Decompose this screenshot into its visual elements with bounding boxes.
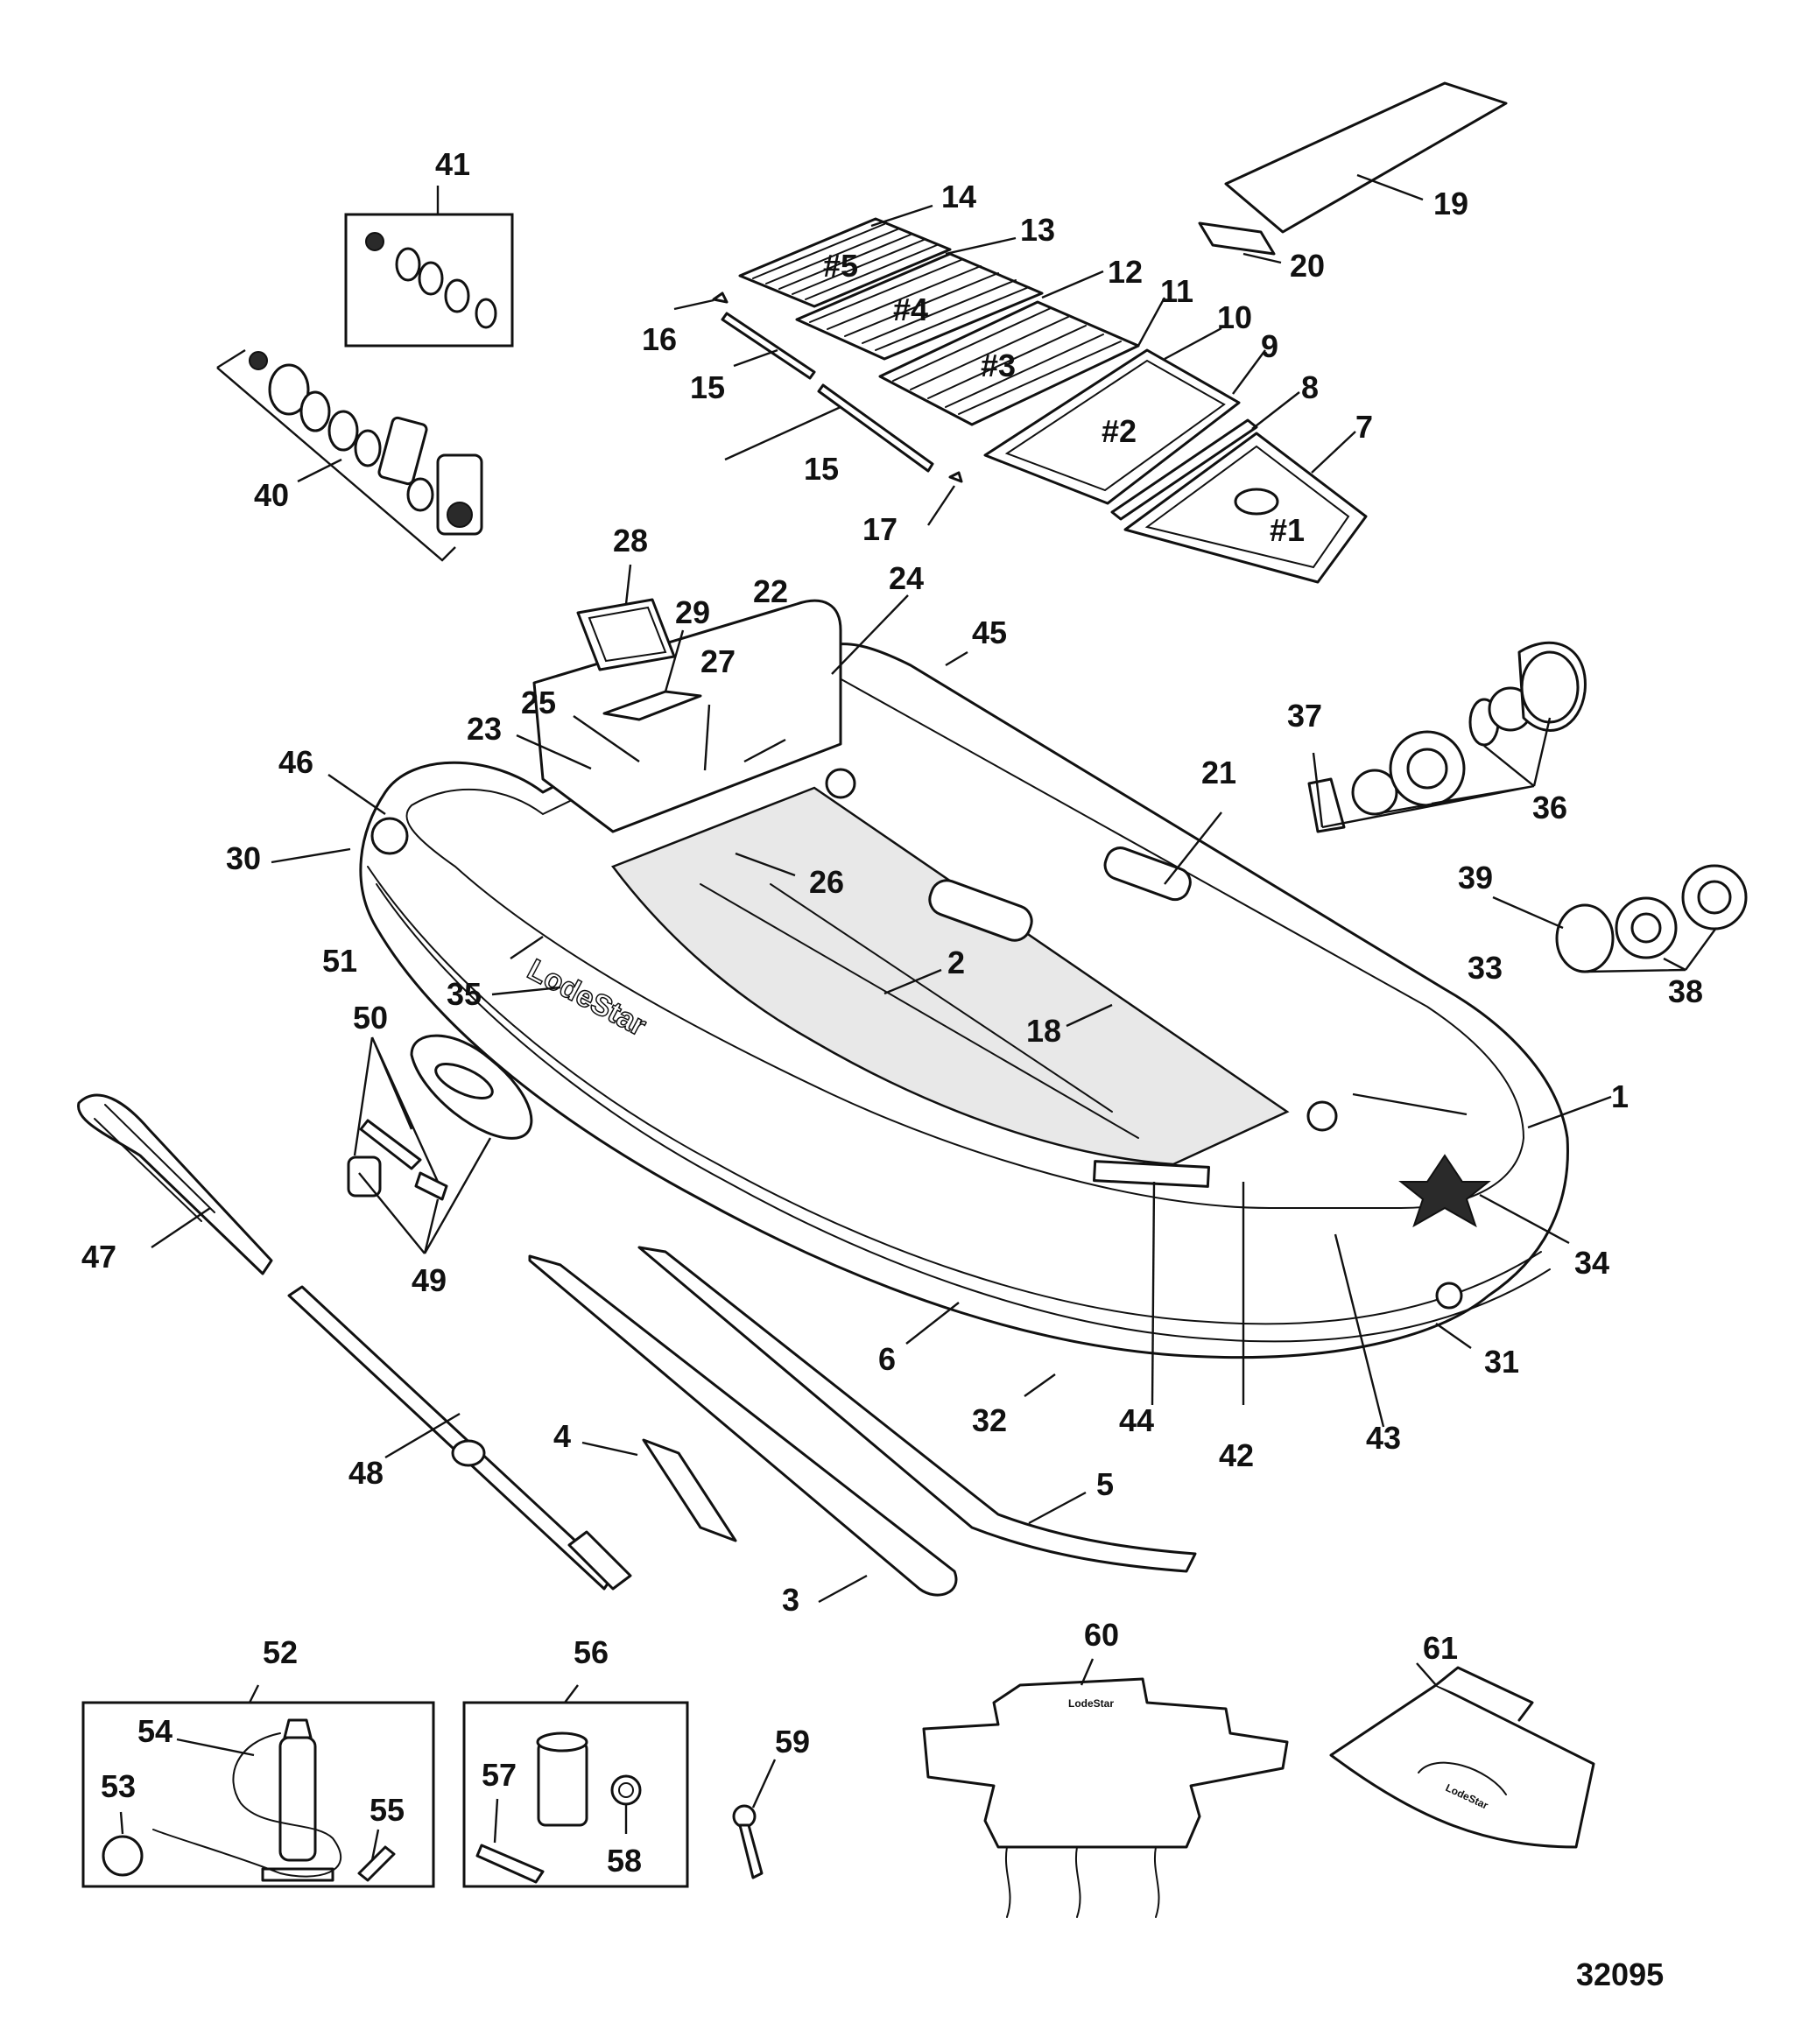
callout-45: 45 [972, 615, 1007, 650]
callout-2: 2 [947, 945, 965, 980]
callout-18: 18 [1026, 1013, 1061, 1049]
callout-42: 42 [1219, 1437, 1254, 1473]
callout-16: 16 [642, 321, 677, 357]
callout-11: 11 [1160, 273, 1193, 309]
callout-27: 27 [700, 643, 736, 679]
callout-48: 48 [348, 1455, 384, 1491]
callout-7: 7 [1355, 409, 1373, 445]
callout-40: 40 [254, 477, 289, 513]
callout-3: 3 [782, 1582, 799, 1618]
leader-lines [119, 173, 1717, 1861]
callout-13: 13 [1020, 212, 1055, 248]
callout-35: 35 [447, 976, 482, 1012]
boat-cover: LodeStar [922, 1677, 1289, 1918]
repair-kit-box [462, 1701, 689, 1888]
callout-15a: 15 [690, 369, 725, 405]
callout-59: 59 [775, 1724, 810, 1760]
panel-label-3: #3 [981, 348, 1016, 383]
callout-26: 26 [809, 864, 844, 900]
callout-5: 5 [1096, 1466, 1114, 1502]
callout-22: 22 [753, 573, 788, 609]
rub-strips [528, 1246, 1197, 1597]
callout-12: 12 [1108, 254, 1143, 290]
callout-15b: 15 [804, 451, 839, 487]
pump-kit-box [81, 1701, 435, 1888]
callout-54: 54 [137, 1713, 172, 1749]
callout-labels: 1 2 3 4 5 6 7 8 9 10 11 12 13 14 15 15 1… [81, 146, 1703, 1879]
callout-32: 32 [972, 1402, 1007, 1438]
callout-33: 33 [1468, 950, 1503, 986]
callout-37: 37 [1287, 698, 1322, 734]
callout-61: 61 [1423, 1630, 1458, 1666]
pressure-relief-valve-kit [216, 348, 483, 562]
callout-39: 39 [1458, 860, 1493, 896]
callout-50: 50 [353, 1000, 388, 1036]
callout-41: 41 [435, 146, 470, 182]
callout-51: 51 [322, 943, 357, 979]
callout-30: 30 [226, 840, 261, 876]
callout-14: 14 [941, 179, 976, 214]
callout-34: 34 [1574, 1245, 1609, 1281]
callout-58: 58 [607, 1843, 642, 1879]
callout-9: 9 [1261, 328, 1278, 364]
callout-38: 38 [1668, 973, 1703, 1009]
inflatable-boat-hull: LodeStar [359, 599, 1569, 1359]
callout-20: 20 [1290, 248, 1325, 284]
callout-53: 53 [101, 1768, 136, 1804]
storage-bag: LodeStar [1329, 1666, 1595, 1849]
valve-assembly [1307, 641, 1748, 973]
callout-36: 36 [1532, 790, 1567, 825]
callout-49: 49 [412, 1262, 447, 1298]
cover-logo: LodeStar [1068, 1697, 1114, 1710]
callout-47: 47 [81, 1239, 116, 1275]
transom-plate-parts [576, 598, 702, 721]
floor-panel-set: #5 #4 #3 #2 #1 [712, 217, 1368, 584]
panel-label-5: #5 [823, 248, 858, 284]
panel-label-4: #4 [893, 291, 928, 327]
panel-label-2: #2 [1102, 413, 1137, 449]
callout-43: 43 [1366, 1420, 1401, 1456]
callout-57: 57 [482, 1757, 517, 1793]
callout-1: 1 [1611, 1078, 1629, 1114]
callout-23: 23 [467, 711, 502, 747]
callout-17: 17 [862, 511, 898, 547]
callout-55: 55 [370, 1792, 405, 1828]
panel-label-1: #1 [1270, 512, 1305, 548]
callout-21: 21 [1201, 755, 1236, 790]
callout-6: 6 [878, 1341, 896, 1377]
callout-29: 29 [675, 594, 710, 630]
callout-31: 31 [1484, 1344, 1519, 1380]
callout-46: 46 [278, 744, 313, 780]
callout-10: 10 [1217, 299, 1252, 335]
valve-wrench [732, 1804, 764, 1879]
seat-bench [1198, 81, 1508, 256]
callout-60: 60 [1084, 1617, 1119, 1653]
callout-56: 56 [574, 1634, 609, 1670]
callout-44: 44 [1119, 1402, 1154, 1438]
valve-kit-box [344, 213, 514, 348]
callout-28: 28 [613, 523, 648, 558]
callout-8: 8 [1301, 369, 1319, 405]
callout-4: 4 [553, 1418, 571, 1454]
callout-52: 52 [263, 1634, 298, 1670]
callout-19: 19 [1433, 186, 1468, 221]
figure-number: 32095 [1576, 1956, 1664, 1992]
oar-parts [77, 1093, 632, 1591]
callout-25: 25 [521, 685, 556, 720]
callout-24: 24 [889, 560, 924, 596]
